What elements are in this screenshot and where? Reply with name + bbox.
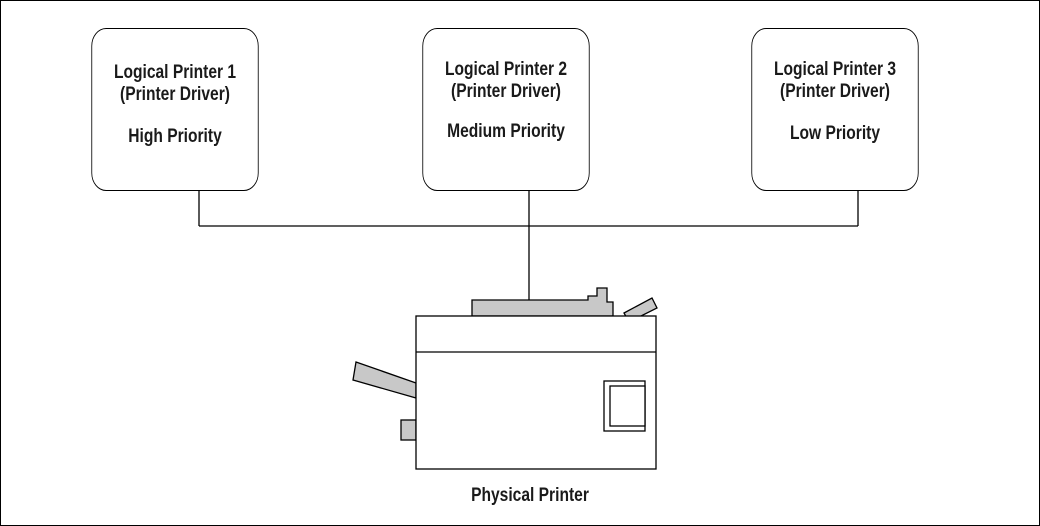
logical-printer-2-box: Logical Printer 2 (Printer Driver) Mediu… (422, 28, 590, 191)
logical-printer-1-box: Logical Printer 1 (Printer Driver) High … (91, 28, 259, 191)
printer-icon (352, 287, 658, 470)
logical-printer-3-name: Logical Printer 3 (773, 59, 897, 80)
logical-printer-2-priority: Medium Priority (447, 121, 565, 142)
logical-printer-1-driver: (Printer Driver) (120, 84, 230, 105)
logical-printer-3-box: Logical Printer 3 (Printer Driver) Low P… (751, 28, 919, 191)
logical-printer-2-driver: (Printer Driver) (451, 81, 561, 102)
top-output-tray (471, 287, 614, 317)
logical-printer-3-priority: Low Priority (789, 123, 881, 144)
left-lower-tray (400, 419, 417, 441)
logical-printer-3-driver: (Printer Driver) (780, 81, 890, 102)
printer-panel-inner (609, 385, 646, 427)
logical-printer-1-priority: High Priority (128, 126, 222, 147)
logical-printer-2-name: Logical Printer 2 (444, 59, 568, 80)
physical-printer-label: Physical Printer (471, 485, 589, 506)
logical-printer-1-name: Logical Printer 1 (113, 62, 237, 83)
left-input-tray (352, 361, 417, 399)
